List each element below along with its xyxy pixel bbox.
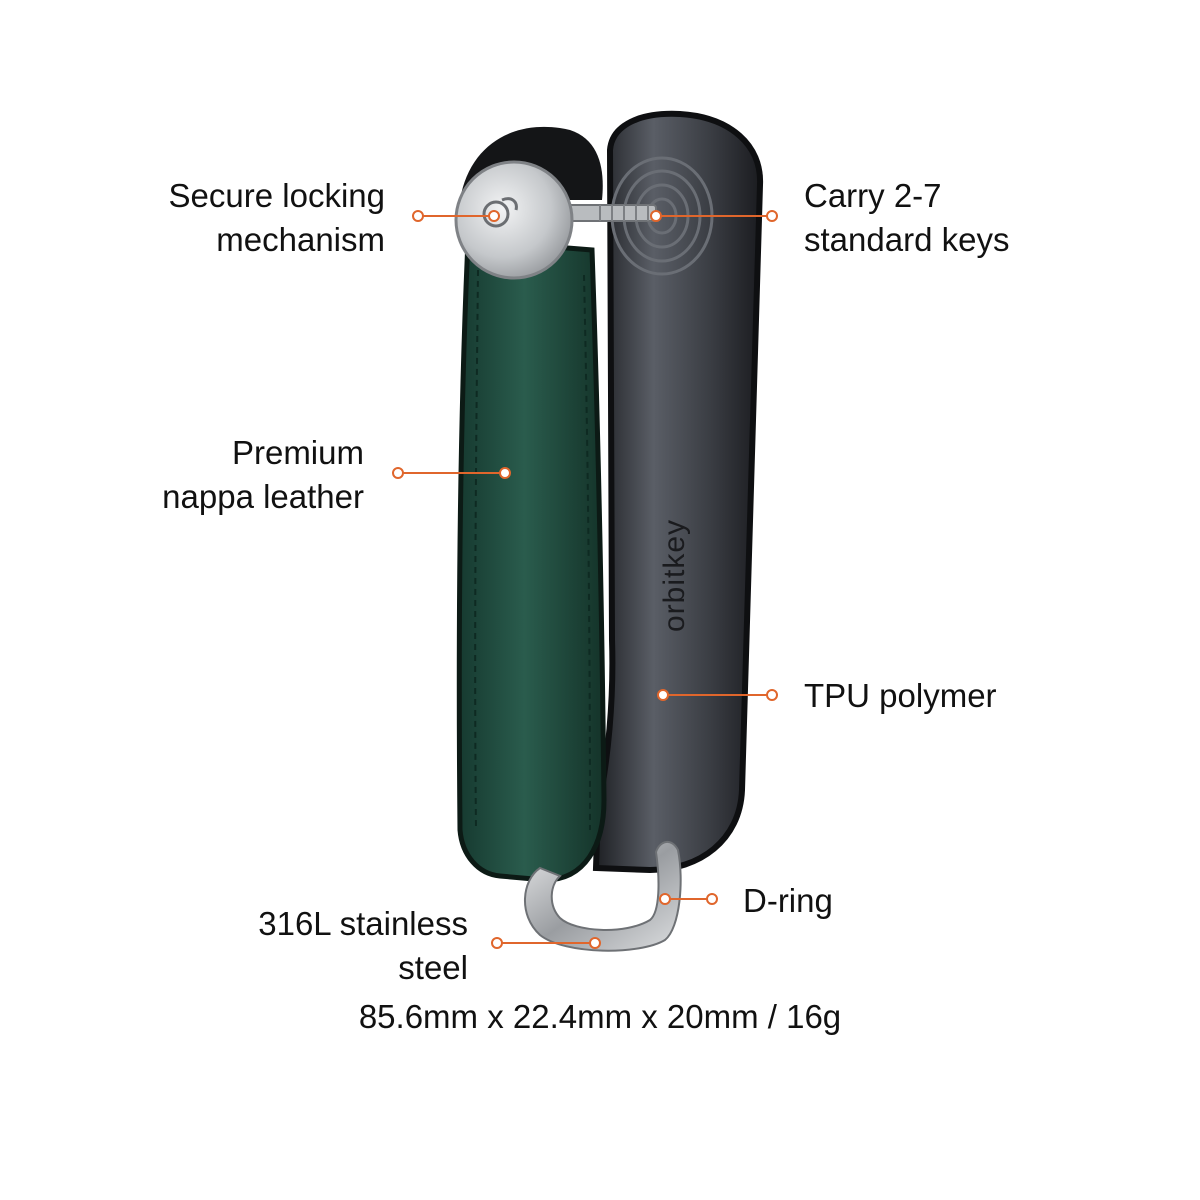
callout-text: steel	[398, 949, 468, 986]
locking-cap	[454, 160, 574, 280]
callout-locking-mechanism: Secure locking mechanism	[169, 174, 385, 262]
callout-d-ring: D-ring	[743, 879, 833, 923]
callout-leather: Premium nappa leather	[162, 431, 364, 519]
callout-text: mechanism	[216, 221, 385, 258]
brand-mark: orbitkey	[658, 519, 691, 632]
tpu-polymer-strap: orbitkey	[592, 110, 764, 874]
callout-text: standard keys	[804, 221, 1010, 258]
screw-post	[559, 204, 657, 222]
callout-text: Premium	[231, 434, 364, 471]
callout-text: D-ring	[743, 882, 833, 919]
callout-leaders	[392, 210, 778, 949]
callout-steel: 316L stainless steel	[258, 902, 468, 990]
callout-text: Carry 2-7	[804, 177, 942, 214]
callout-text: nappa leather	[162, 478, 364, 515]
callout-text: TPU polymer	[804, 677, 997, 714]
product-dimensions: 85.6mm x 22.4mm x 20mm / 16g	[358, 998, 842, 1035]
callout-polymer: TPU polymer	[804, 674, 997, 718]
callout-text: 316L stainless	[258, 905, 468, 942]
callout-text: Secure locking	[168, 177, 385, 214]
callout-key-capacity: Carry 2-7 standard keys	[804, 174, 1009, 262]
nappa-leather-strap	[456, 237, 607, 883]
d-ring	[524, 841, 682, 952]
